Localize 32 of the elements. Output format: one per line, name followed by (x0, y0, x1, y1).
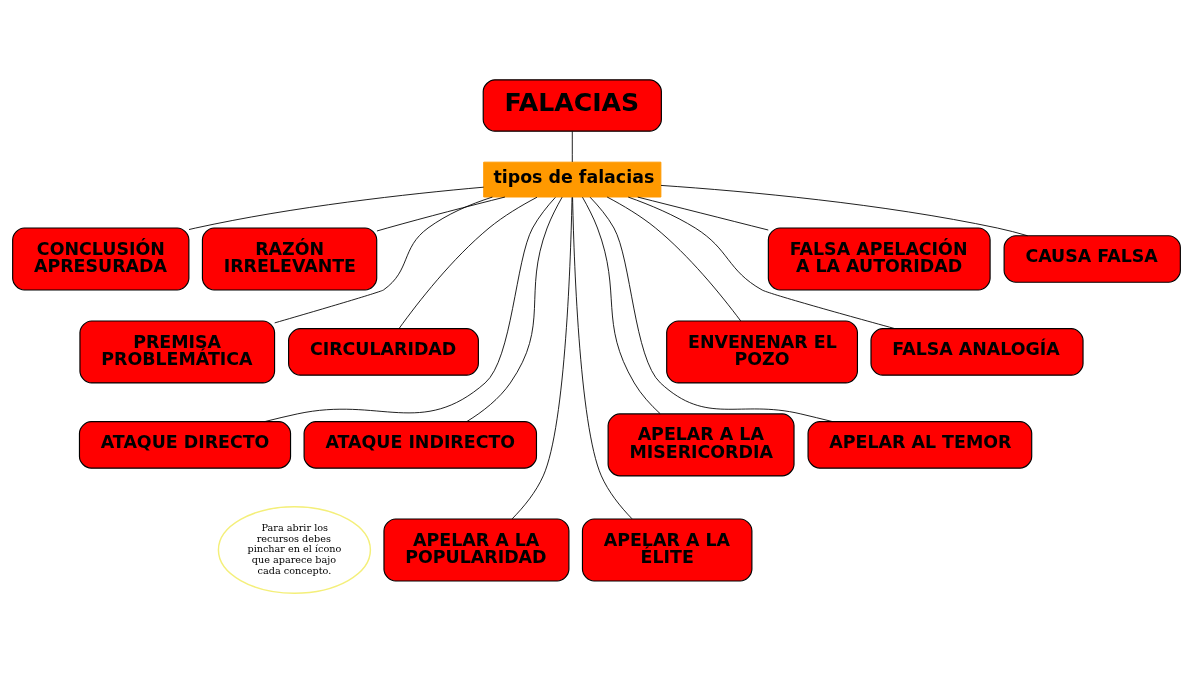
connector (660, 185, 1029, 237)
node-box: CAUSA FALSA (1003, 235, 1181, 283)
node-box: APELAR AL TEMOR (807, 421, 1033, 469)
node-box: RAZÓN IRRELEVANTE (201, 227, 378, 291)
connector (264, 196, 556, 423)
connector (466, 196, 563, 422)
connector (572, 196, 633, 520)
node-box: APELAR A LA POPULARIDAD (383, 518, 570, 582)
connector (637, 196, 769, 231)
connector (606, 196, 742, 322)
connector (398, 196, 538, 329)
node-box: APELAR A LA MISERICORDIA (607, 413, 795, 477)
connector (582, 196, 661, 415)
node-box: CONCLUSIÓN APRESURADA (12, 227, 190, 291)
connector (376, 196, 506, 232)
node-box: FALACIAS (482, 79, 662, 132)
connector (274, 196, 493, 324)
connector (571, 130, 573, 163)
node-box: CIRCULARIDAD (288, 328, 479, 376)
node-box: ENVENENAR EL POZO (666, 320, 859, 384)
node-box: ATAQUE INDIRECTO (303, 421, 538, 469)
node-box: APELAR A LA ÉLITE (581, 518, 753, 582)
node-box: FALSA ANALOGÍA (870, 328, 1084, 376)
connector (627, 196, 896, 330)
connector (511, 196, 573, 520)
node-ellipse: Para abrir los recursos debes pinchar en el ícono que aparece bajo cada concepto. (217, 506, 372, 594)
node-box: ATAQUE DIRECTO (78, 421, 292, 469)
connector (589, 196, 833, 423)
node-box: FALSA APELACIÓN A LA AUTORIDAD (767, 227, 991, 291)
node-box: tipos de falacias (483, 161, 662, 198)
node-box: PREMISA PROBLEMÁTICA (79, 320, 276, 384)
connector (188, 186, 485, 230)
